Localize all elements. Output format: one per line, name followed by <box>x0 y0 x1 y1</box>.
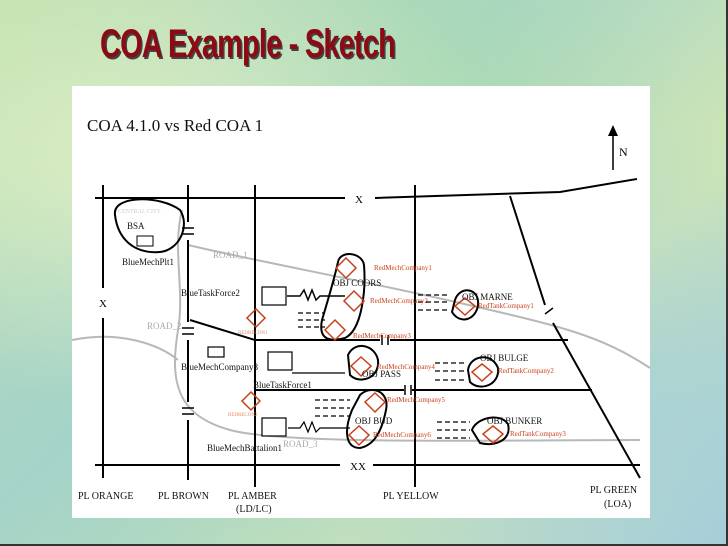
blue-unit-label: BlueTaskForce2 <box>181 288 240 298</box>
north-arrow-icon <box>608 125 618 170</box>
red-unit-label: RedMechCompany5 <box>387 396 445 404</box>
red-unit-label: RedMechCompany1 <box>374 264 432 272</box>
objective-label: OBJ COORS <box>333 278 381 288</box>
red-unit-label: RedTankCompany3 <box>510 430 566 438</box>
objective-label: OBJ MARNE <box>462 292 513 302</box>
blue-unit-icons <box>207 286 293 437</box>
objective-label: OBJ PASS <box>362 369 401 379</box>
pl-orange-label: PL ORANGE <box>78 491 133 502</box>
red-unit-label: RedMechCompany6 <box>373 431 431 439</box>
sketch-panel <box>72 86 650 518</box>
pl-green-label: PL GREEN <box>590 485 637 496</box>
objective-label: OBJ BUNKER <box>487 416 542 426</box>
red-unit-label: RedTankCompany2 <box>498 367 554 375</box>
red-unit-label: RedTankCompany1 <box>478 302 534 310</box>
bsa-area <box>113 198 185 254</box>
red-recon-label: REDRECON1 <box>238 331 268 336</box>
slide-title: COA Example - Sketch <box>100 22 396 66</box>
pl-green-sub: (LOA) <box>604 499 631 510</box>
red-recon-label: REDRECON2 <box>228 413 258 418</box>
north-label: N <box>619 145 628 159</box>
red-unit-label: RedMechCompany3 <box>353 332 411 340</box>
road-1-label: ROAD_1 <box>213 250 248 260</box>
pl-amber-label: PL AMBER <box>228 491 277 502</box>
objective-outlines <box>320 253 510 450</box>
pl-amber-sub: (LD/LC) <box>236 504 272 515</box>
red-unit-icons <box>240 256 505 447</box>
objective-label: OBJ BULGE <box>480 353 529 363</box>
blue-unit-label: BlueMechCompany8 <box>181 362 258 372</box>
blue-unit-label: BlueMechPlt1 <box>122 257 174 267</box>
boundary-mark-bottom: XX <box>350 461 366 473</box>
red-unit-label: RedMechCompany4 <box>377 363 435 371</box>
attack-arrows <box>287 287 470 439</box>
red-unit-label: RedMechCompany2 <box>370 297 428 305</box>
blue-unit-label: BlueMechBattalion1 <box>207 443 282 453</box>
pl-yellow-label: PL YELLOW <box>383 491 439 502</box>
road-3-label: ROAD_3 <box>283 439 318 449</box>
pl-brown-label: PL BROWN <box>158 491 209 502</box>
road-2-label: ROAD_2 <box>147 321 182 331</box>
bsa-label: BSA <box>127 221 145 231</box>
sketch-heading: COA 4.1.0 vs Red COA 1 <box>87 116 263 135</box>
phase-lines <box>95 178 641 487</box>
objective-label: OBJ BUD <box>355 416 393 426</box>
blue-mech-plt-icon <box>136 235 154 247</box>
blue-unit-label: BlueTaskForce1 <box>253 380 312 390</box>
city-label: CENTRAL CITY <box>118 209 162 215</box>
boundary-mark-top: X <box>355 194 363 206</box>
boundary-mark-left: X <box>99 298 107 310</box>
